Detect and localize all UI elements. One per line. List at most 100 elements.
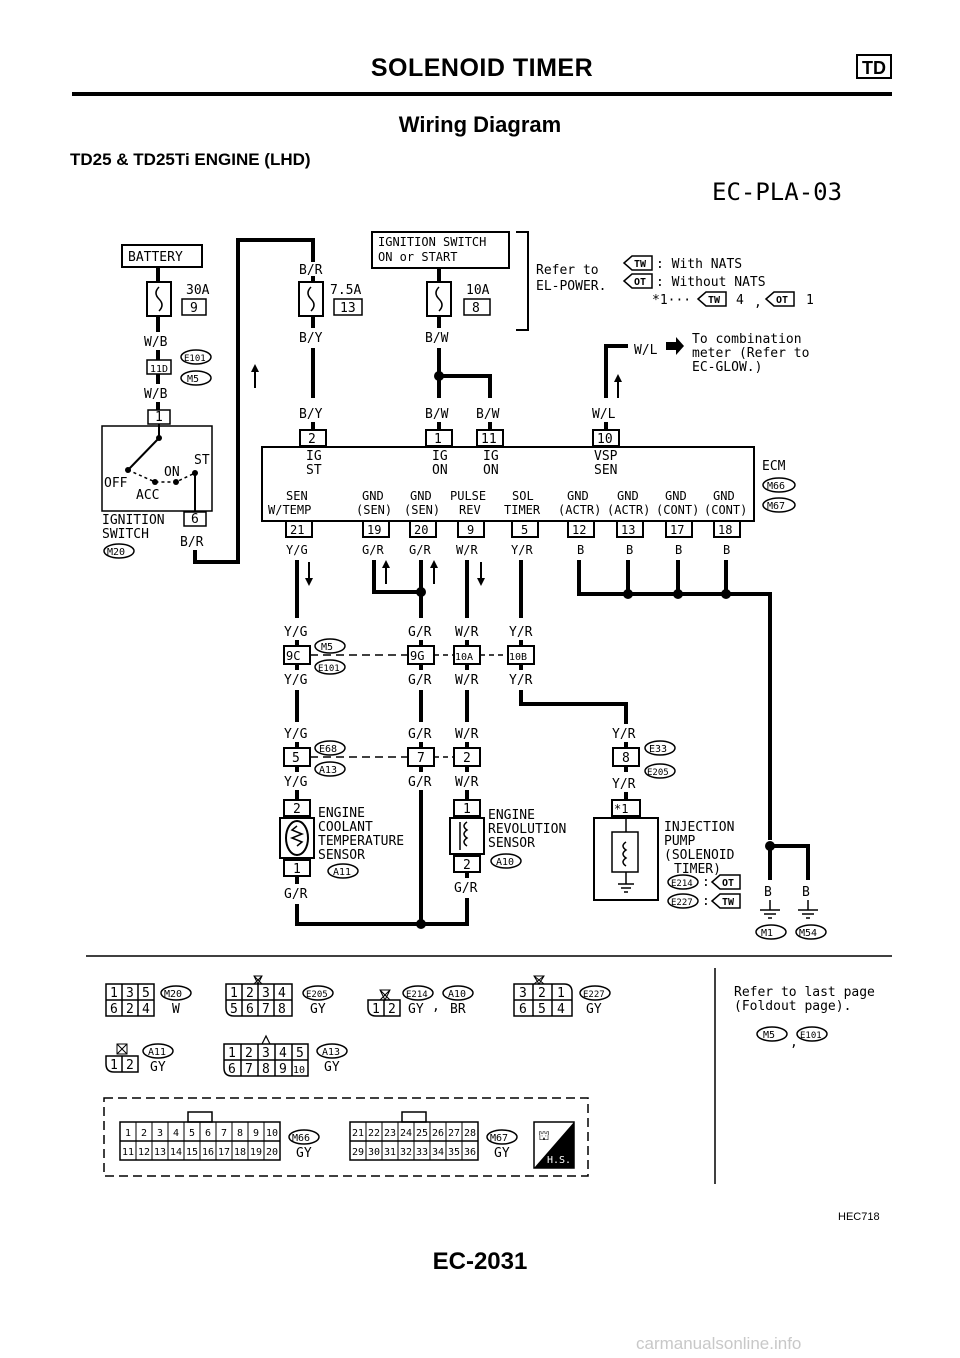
fuse-7-5a: 7.5A 13 xyxy=(298,281,363,317)
to-meter-line2: meter (Refer to xyxy=(692,346,809,361)
ecm-pin-10: 10 xyxy=(597,432,613,447)
wire-label-wl-1: W/L xyxy=(634,343,658,358)
cv-a11-color: GY xyxy=(150,1060,166,1075)
m66-pin: 8 xyxy=(237,1128,243,1139)
legend: TW : With NATS OT : Without NATS *1··· T… xyxy=(622,255,814,310)
r1-pin-9c: 9C xyxy=(286,649,300,663)
e205-p8: 8 xyxy=(278,1002,286,1017)
r2-gr-bot: G/R xyxy=(408,775,432,790)
m66-pin: 16 xyxy=(202,1147,214,1158)
ecm-b20-l2: (SEN) xyxy=(404,503,440,517)
inj-conn-e227: E227 xyxy=(671,898,693,908)
m66-pin: 5 xyxy=(189,1128,195,1139)
hs-label: H.S. xyxy=(547,1155,571,1166)
e205-p6: 6 xyxy=(246,1002,254,1017)
m67-pin: 36 xyxy=(464,1147,476,1158)
r2-yr-bot: Y/R xyxy=(612,777,636,792)
cv-comma-1: , xyxy=(432,999,440,1014)
ecm-pin-1-l1: IG xyxy=(432,449,448,464)
r1-pin-9g: 9G xyxy=(410,649,424,663)
refer-conn-m5: M5 xyxy=(763,1030,775,1041)
r2-yg-bot: Y/G xyxy=(284,775,308,790)
m67-pin: 29 xyxy=(352,1147,364,1158)
gnd-b-1: B xyxy=(764,885,772,900)
inj-tw: TW xyxy=(722,897,735,908)
ecm-w9: W/R xyxy=(456,543,478,557)
r2-pin-2: 2 xyxy=(463,751,471,766)
m66-pin: 7 xyxy=(221,1128,227,1139)
m67-pin: 21 xyxy=(352,1128,364,1139)
cv-e227-code: E227 xyxy=(583,990,605,1000)
a13-p2: 2 xyxy=(245,1046,253,1061)
a13-p3: 3 xyxy=(262,1046,270,1061)
conn-e101-a: E101 xyxy=(184,354,206,364)
m66-pin: 11 xyxy=(122,1147,134,1158)
cv-e205-color: GY xyxy=(310,1002,326,1017)
ecm-pin-2-l2: ST xyxy=(306,463,322,478)
diagram-code: EC-PLA-03 xyxy=(712,178,842,206)
fuse-10a-amp: 10A xyxy=(466,283,490,298)
m66-pin: 15 xyxy=(186,1147,198,1158)
watermark: carmanualsonline.info xyxy=(636,1334,802,1353)
section-title: Wiring Diagram xyxy=(398,112,562,137)
r2-conn-e68: E68 xyxy=(319,744,337,755)
rev-pin-2: 2 xyxy=(463,858,471,873)
r1-gr-bot: G/R xyxy=(408,673,432,688)
a13-p8: 8 xyxy=(262,1062,270,1077)
ecm-pin-1-l2: ON xyxy=(432,463,448,478)
ecm-b12-l1: GND xyxy=(567,489,589,503)
refer-conn-e101: E101 xyxy=(800,1031,822,1041)
legend-ot-text: : Without NATS xyxy=(656,275,766,290)
fuse-10a: 10A 8 xyxy=(426,281,491,317)
legend-note-tw: TW xyxy=(708,295,721,306)
ecm-b12-l2: (ACTR) xyxy=(558,503,601,517)
m67-pin: 31 xyxy=(384,1147,396,1158)
m66-pin: 18 xyxy=(234,1147,246,1158)
legend-note-ot-value: 1 xyxy=(806,293,814,308)
ign-st: ST xyxy=(194,453,210,468)
cv-m67-color: GY xyxy=(494,1146,510,1161)
ecm-b21-l2: W/TEMP xyxy=(268,503,311,517)
a13-p9: 9 xyxy=(279,1062,287,1077)
ecm-pin-19: 19 xyxy=(367,523,381,537)
ign-box-line1: IGNITION SWITCH xyxy=(378,235,486,249)
ecm-w13: B xyxy=(626,543,633,557)
ecm-b9-l2: REV xyxy=(459,503,481,517)
inj-conn-e214: E214 xyxy=(671,879,693,889)
coolant-pin-1: 1 xyxy=(293,862,301,877)
e205-p5: 5 xyxy=(230,1002,238,1017)
cv-e227-color: GY xyxy=(586,1002,602,1017)
page-number: EC-2031 xyxy=(432,1248,528,1275)
m20-p6: 6 xyxy=(110,1002,118,1017)
r2-yr-top: Y/R xyxy=(612,727,636,742)
ecm-b13-l2: (ACTR) xyxy=(607,503,650,517)
ecm-pin-17: 17 xyxy=(670,523,684,537)
fuse-30a-amp: 30A xyxy=(186,283,210,298)
a11-p2: 2 xyxy=(126,1058,134,1073)
m67-pin: 24 xyxy=(400,1128,412,1139)
cv-e214-color: GY xyxy=(408,1002,424,1017)
m66-pin: 19 xyxy=(250,1147,262,1158)
battery-label: BATTERY xyxy=(128,250,183,265)
ign-switch-name1: IGNITION xyxy=(102,513,165,528)
legend-note-tw-value: 4 xyxy=(736,293,744,308)
gnd-conn-m54: M54 xyxy=(799,928,817,939)
ecm-w17: B xyxy=(675,543,682,557)
r2-conn-a13: A13 xyxy=(319,765,337,776)
ecm-b17-l2: (CONT) xyxy=(656,503,699,517)
r1-conn-e101: E101 xyxy=(318,664,340,674)
e205-p1: 1 xyxy=(230,986,238,1001)
a13-p5: 5 xyxy=(296,1046,304,1061)
ign-on: ON xyxy=(164,465,180,480)
ecm-pin-12: 12 xyxy=(572,523,586,537)
inj-l1: INJECTION xyxy=(664,820,734,835)
ecm-pin-11-l2: ON xyxy=(483,463,499,478)
m67-pin: 25 xyxy=(416,1128,428,1139)
ecm-w18: B xyxy=(723,543,730,557)
refer-comma: , xyxy=(790,1035,798,1050)
m66-pin: 14 xyxy=(170,1147,182,1158)
to-meter-line3: EC-GLOW.) xyxy=(692,360,762,375)
ign-box-line2: ON or START xyxy=(378,250,457,264)
ecm-b9-l1: PULSE xyxy=(450,489,486,503)
figure-code: HEC718 xyxy=(838,1211,880,1223)
